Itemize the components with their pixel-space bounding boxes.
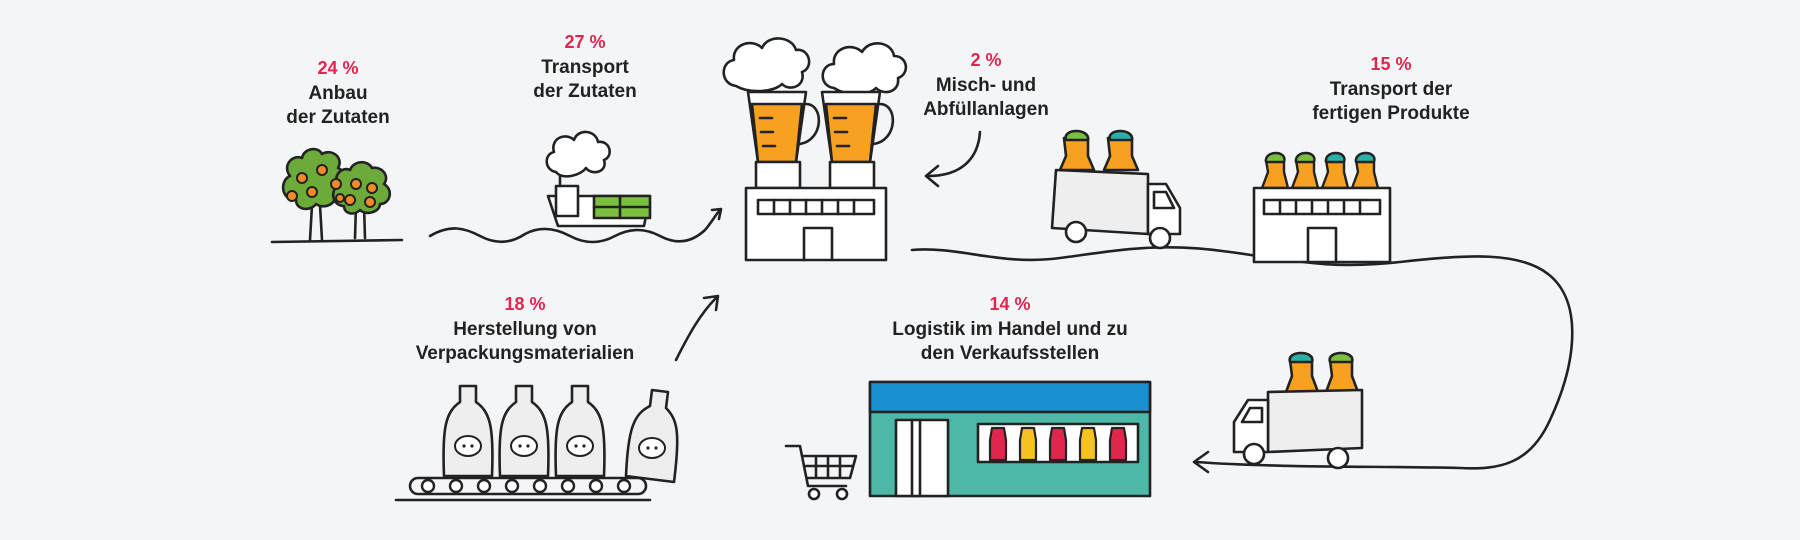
- percent-value: 18 %: [504, 294, 546, 314]
- lower-delivery-truck-icon: [1232, 351, 1364, 470]
- step-title-line: Verpackungsmaterialien: [415, 343, 635, 364]
- arrow-icon: [924, 130, 982, 188]
- percent-value: 2 %: [970, 50, 1002, 70]
- delivery-truck-icon: [1050, 129, 1182, 250]
- arrow-icon: [674, 294, 720, 362]
- step-title-line: der Zutaten: [286, 107, 390, 128]
- step-title-line: Transport: [541, 57, 629, 78]
- shopping-cart-icon: [784, 444, 858, 501]
- step-title-line: Anbau: [308, 83, 368, 104]
- step-title-line: fertigen Produkte: [1312, 103, 1470, 124]
- step-title-line: Misch- und: [935, 75, 1037, 96]
- step-label-anbau: 24 % Anbau der Zutaten: [268, 56, 408, 130]
- step-label-transport-zutaten: 27 % Transport der Zutaten: [505, 30, 665, 104]
- factory-blenders-icon: [722, 37, 908, 262]
- warehouse-icon: [1252, 151, 1392, 264]
- step-title-line: Abfüllanlagen: [923, 99, 1049, 120]
- cargo-ship-icon: [428, 130, 723, 244]
- step-label-transport-produkte: 15 % Transport der fertigen Produkte: [1286, 52, 1496, 126]
- step-title-line: Transport der: [1329, 79, 1453, 100]
- road-line: [910, 246, 1574, 474]
- step-title-line: Herstellung von: [453, 319, 597, 340]
- step-label-logistik: 14 % Logistik im Handel und zu den Verka…: [860, 292, 1160, 366]
- step-label-verpackung: 18 % Herstellung von Verpackungsmaterial…: [400, 292, 650, 366]
- step-title-line: den Verkaufsstellen: [920, 343, 1100, 364]
- step-title-line: der Zutaten: [533, 81, 637, 102]
- bottle-conveyor-icon: [394, 384, 679, 502]
- percent-value: 24 %: [317, 58, 359, 78]
- percent-value: 15 %: [1370, 54, 1412, 74]
- percent-value: 14 %: [989, 294, 1031, 314]
- step-title-line: Logistik im Handel und zu: [892, 319, 1128, 340]
- retail-store-icon: [868, 380, 1152, 498]
- percent-value: 27 %: [564, 32, 606, 52]
- orange-trees-icon: [270, 147, 404, 244]
- step-label-misch: 2 % Misch- und Abfüllanlagen: [906, 48, 1066, 122]
